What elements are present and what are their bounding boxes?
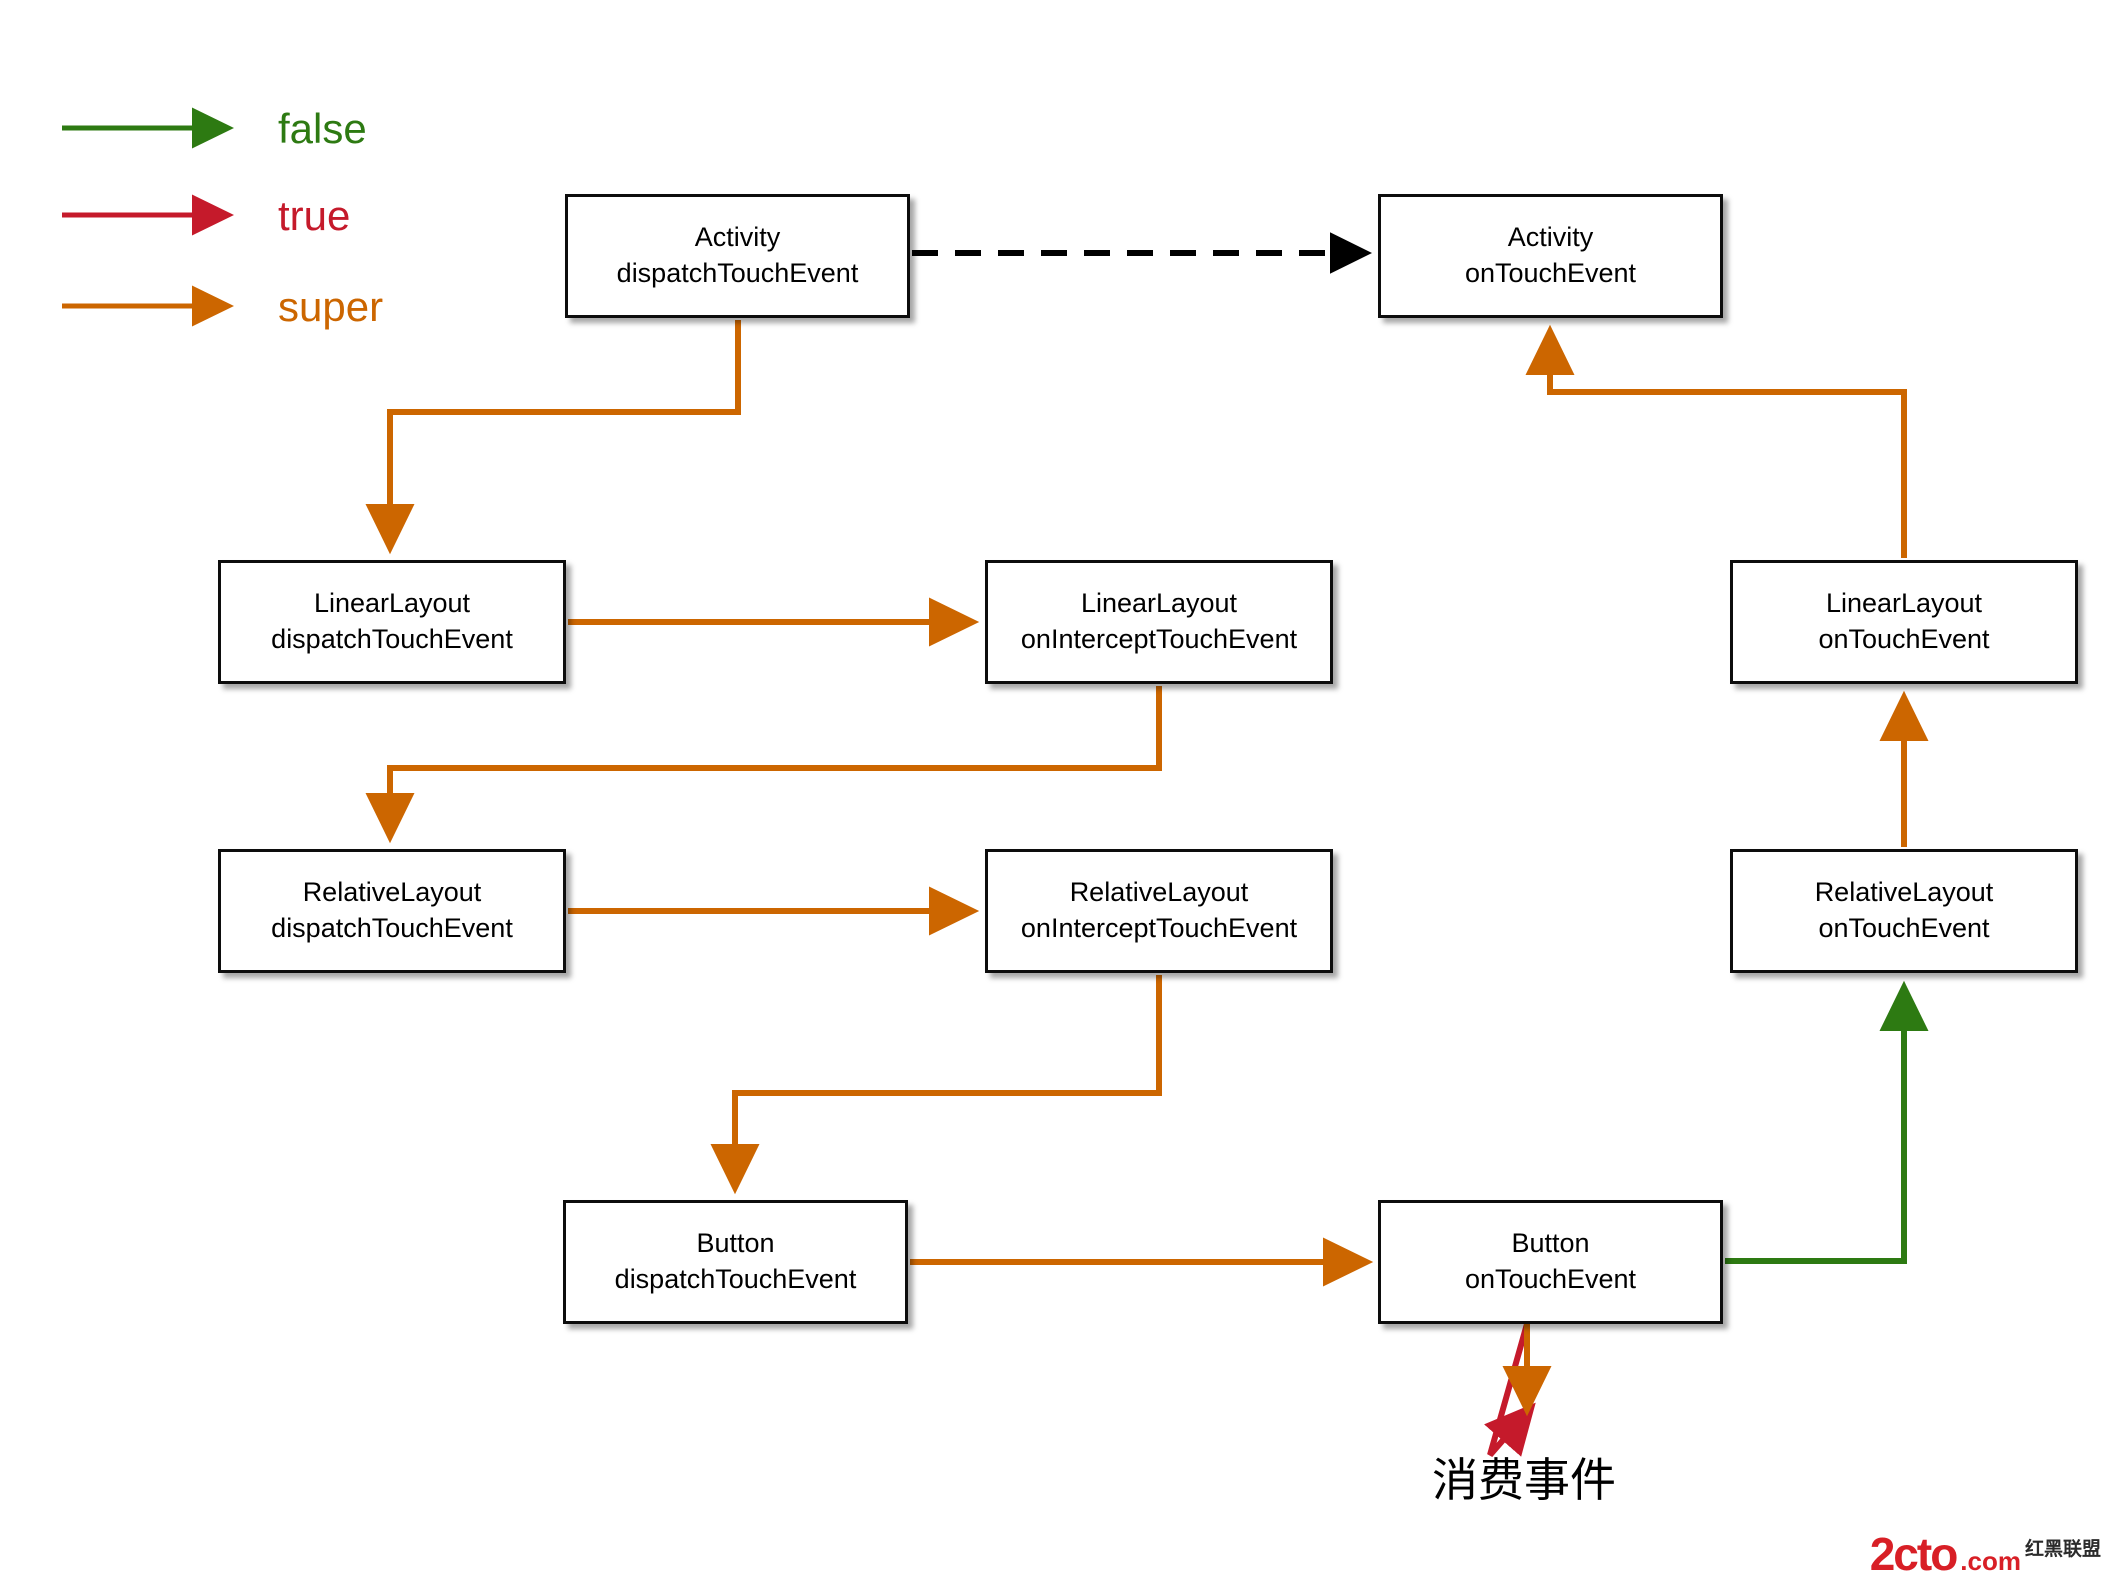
edge-relative-intercept-to-button-dispatch	[710, 975, 1162, 1195]
node-title: RelativeLayout	[1814, 877, 1994, 908]
node-linear-intercept[interactable]: LinearLayout onInterceptTouchEvent	[985, 560, 1333, 684]
node-title: Button	[1511, 1228, 1590, 1259]
node-method: dispatchTouchEvent	[271, 913, 513, 943]
node-button-dispatch[interactable]: Button dispatchTouchEvent	[563, 1200, 908, 1324]
node-title: LinearLayout	[1825, 588, 1983, 619]
node-title: Activity	[694, 222, 781, 253]
legend-arrows	[62, 107, 235, 327]
node-method: dispatchTouchEvent	[616, 258, 859, 288]
legend-label-true: true	[278, 192, 351, 239]
node-method: onInterceptTouchEvent	[1020, 913, 1298, 943]
node-title: RelativeLayout	[1069, 877, 1249, 908]
node-linear-dispatch[interactable]: LinearLayout dispatchTouchEvent	[218, 560, 566, 684]
node-button-ontouch[interactable]: Button onTouchEvent	[1378, 1200, 1723, 1324]
watermark-cn-label: 红黑联盟	[2024, 1538, 2101, 1560]
node-relative-dispatch[interactable]: RelativeLayout dispatchTouchEvent	[218, 849, 566, 973]
node-method: onTouchEvent	[1464, 1264, 1637, 1294]
node-method: dispatchTouchEvent	[271, 624, 513, 654]
watermark-brand: 2cto	[1869, 1528, 1959, 1581]
watermark-domain: .com	[1960, 1546, 2021, 1576]
node-relative-ontouch[interactable]: RelativeLayout onTouchEvent	[1730, 849, 2078, 973]
node-linear-ontouch[interactable]: LinearLayout onTouchEvent	[1730, 560, 2078, 684]
legend-label-super: super	[278, 283, 384, 330]
node-title: Button	[696, 1228, 775, 1259]
node-method: onTouchEvent	[1818, 913, 1990, 943]
watermark: 2cto .com 红黑联盟	[1869, 1528, 2101, 1581]
node-method: dispatchTouchEvent	[614, 1264, 857, 1294]
edge-activity-dispatch-to-linear-dispatch	[365, 320, 741, 555]
node-activity-ontouch[interactable]: Activity onTouchEvent	[1378, 194, 1723, 318]
node-method: onTouchEvent	[1818, 624, 1990, 654]
node-activity-dispatch[interactable]: Activity dispatchTouchEvent	[565, 194, 910, 318]
edge-linear-intercept-to-relative-dispatch	[365, 686, 1162, 844]
node-method: onInterceptTouchEvent	[1020, 624, 1298, 654]
node-title: RelativeLayout	[302, 877, 482, 908]
node-title: LinearLayout	[1080, 588, 1238, 619]
node-title: LinearLayout	[313, 588, 471, 619]
edge-button-ontouch-to-relative-ontouch	[1725, 980, 1929, 1264]
legend-label-false: false	[278, 105, 367, 152]
node-relative-intercept[interactable]: RelativeLayout onInterceptTouchEvent	[985, 849, 1333, 973]
consume-event-label: 消费事件	[1432, 1453, 1616, 1507]
node-title: Activity	[1507, 222, 1594, 253]
node-method: onTouchEvent	[1464, 258, 1637, 288]
edge-linear-ontouch-to-activity-ontouch	[1525, 324, 1907, 558]
